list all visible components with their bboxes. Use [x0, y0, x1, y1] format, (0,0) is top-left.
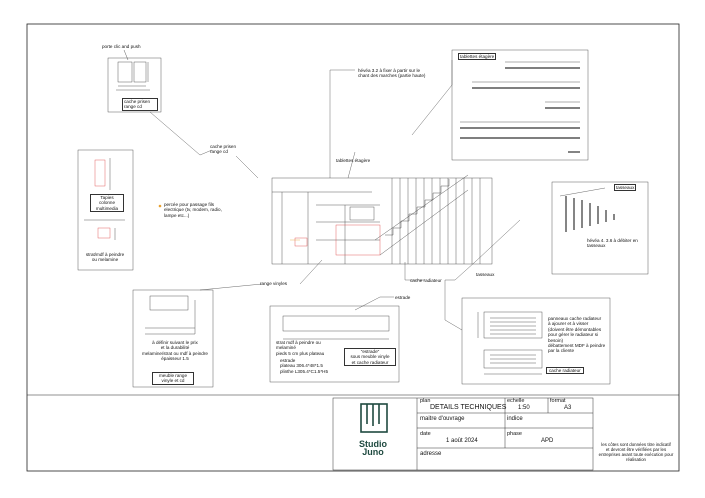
echelle-label: echelle: [507, 398, 525, 404]
detail-tasseaux: [551, 181, 649, 275]
logo-line-2: Juno: [362, 447, 384, 457]
note-cache-prisen: cache prisen range cd: [210, 144, 237, 155]
note-hevea-tasseaux: hévéa 4. 3.6 à débiter en tasseaux: [587, 238, 638, 249]
date-value: 1 août 2024: [446, 438, 478, 444]
note-cache-radiateur: cache radiateur: [410, 278, 442, 283]
note-panneaux: panneaux cache radiateur à ajourer et à …: [548, 316, 606, 354]
leader-lines: [149, 60, 606, 331]
detail-estrade: [269, 305, 400, 383]
note-estrade-dims: estrade plateau 306.4*48*1.5 plinthe L30…: [280, 358, 329, 374]
box-estrade: "estrade" sous meuble vinyle et cache ra…: [344, 348, 396, 367]
note-percee: percée pour passage fils electrique (tv,…: [164, 202, 222, 218]
detail-meuble-range: [132, 289, 214, 388]
note-estrade: estrade: [395, 295, 411, 300]
box-cache-prisen: cache prisen range cd: [122, 98, 158, 111]
phase-label: phase: [507, 431, 522, 437]
box-tapis: Tapies colonne multimedia: [90, 194, 124, 213]
date-label: date: [420, 431, 431, 437]
note-definir: à définir suivant le prix et la durabili…: [142, 340, 208, 362]
box-tasseaux: tasseaux: [614, 184, 637, 192]
format-value: A3: [564, 405, 572, 411]
phase-value: APD: [541, 438, 554, 444]
studio-juno-logo: [360, 403, 388, 433]
note-strat-peindre: strat mdf à peindre ou melaminé pieds 5 …: [276, 340, 325, 356]
format-label: format: [550, 398, 566, 404]
plan-label: plan: [420, 398, 431, 404]
disclaimer-text: les côtes sont données titre indicatif e…: [598, 442, 674, 462]
title-block-grid: [332, 397, 594, 471]
box-cache-radiateur: cache radiateur: [546, 367, 584, 375]
detail-tablettes: [451, 49, 589, 161]
indice-label: indice: [507, 416, 523, 422]
echelle-value: 1:50: [518, 405, 530, 411]
maitre-label: maitre d'ouvrage: [420, 416, 465, 422]
adresse-label: adresse: [420, 451, 442, 457]
detail-cache-prisen: [107, 57, 162, 113]
logo-line-1: Studio: [359, 439, 387, 449]
sheet-border: [26, 23, 680, 472]
note-tablettes-etagere: tablettes étagère: [336, 158, 371, 163]
elevation-staircase: [271, 174, 493, 265]
note-hevea: hévéa 3.2 à fixer à partir sur le chant …: [358, 68, 426, 79]
detail-colonne-multimedia: [77, 149, 134, 271]
note-range-vinyles: range vinyles: [260, 281, 288, 286]
note-porte-clic: porte clic and push: [102, 44, 141, 49]
detail-cache-radiateur: [461, 297, 611, 385]
logo-text: Studio Juno: [356, 439, 390, 457]
note-strat: strat/mdf à peindre ou melamine: [85, 252, 125, 263]
note-tasseaux: tasseaux: [476, 272, 495, 277]
box-meuble-range: meuble range vinyle et cd: [152, 372, 194, 385]
percee-marker: [158, 204, 162, 208]
box-tablettes: tablettes étagère: [458, 53, 497, 61]
plan-value: DETAILS TECHNIQUES: [430, 404, 507, 411]
